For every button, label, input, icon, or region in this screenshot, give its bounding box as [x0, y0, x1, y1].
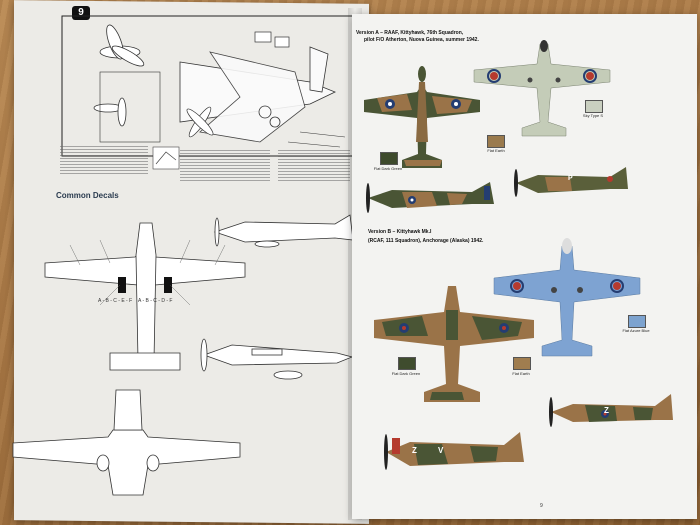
paint-label-sky-type-s: Sky Type S: [582, 113, 604, 118]
common-decals-side-view-2: [200, 338, 354, 380]
small-detail-sketch: [152, 146, 180, 170]
fuselage-code-v: V: [438, 446, 444, 455]
paint-swatch-flat-earth-b: [513, 357, 531, 370]
version-b-title: Version B – Kittyhawk Mk.I: [368, 229, 432, 235]
paint-label-flat-azure-blue: Flat Azure Blue: [622, 328, 650, 333]
instructions-text-block-1: [60, 146, 148, 176]
fuselage-code-z: Z: [604, 406, 609, 415]
version-a-title: Version A – RAAF, Kittyhawk, 76th Squadr…: [356, 30, 464, 36]
version-b-top-view-camo: [374, 286, 534, 402]
paint-label-flat-earth-b: Flat Earth: [512, 371, 530, 376]
version-b-subtitle: (RCAF, 111 Squadron), Anchorage (Alaska)…: [368, 238, 484, 244]
paint-label-flat-dark-green-b: Flat Dark Green: [391, 371, 421, 376]
paint-swatch-flat-dark-green-b: [398, 357, 416, 370]
version-a-side-view-2: [514, 167, 628, 197]
common-decals-bottom-view: [12, 389, 241, 496]
version-a-side-view-1: [366, 182, 494, 213]
version-b-side-view-2: [384, 432, 524, 470]
version-b-side-view-1: [549, 394, 673, 427]
paint-swatch-flat-dark-green-a: [380, 152, 398, 165]
paint-label-flat-earth-a: Flat Earth: [487, 148, 505, 153]
assembly-diagram: [61, 15, 355, 157]
paint-swatch-flat-azure-blue: [628, 315, 646, 328]
paint-swatch-flat-earth-a: [487, 135, 505, 148]
version-a-top-view-camo: [364, 66, 480, 168]
version-a-bottom-view-sky: [473, 40, 611, 137]
instructions-text-block-3: [278, 150, 350, 182]
fuselage-code-z-2: Z: [412, 446, 417, 455]
fuselage-code-p: P: [568, 175, 573, 182]
decal-note-right: A - B - C - D - F: [138, 298, 173, 304]
instructions-text-block-2: [180, 150, 270, 182]
page-number: 9: [540, 503, 543, 509]
decal-note-left: A - B - C - E - F: [98, 298, 133, 304]
version-a-subtitle: pilot F/O Atherton, Nuova Guinea, summer…: [364, 37, 479, 43]
common-decals-top-view: [44, 222, 246, 371]
paint-swatch-sky-type-s: [585, 100, 603, 113]
paint-label-flat-dark-green-a: Flat Dark Green: [373, 166, 403, 171]
common-decals-title: Common Decals: [56, 191, 119, 200]
common-decals-side-view-1: [213, 214, 354, 248]
version-b-bottom-view-azure: [493, 238, 641, 357]
